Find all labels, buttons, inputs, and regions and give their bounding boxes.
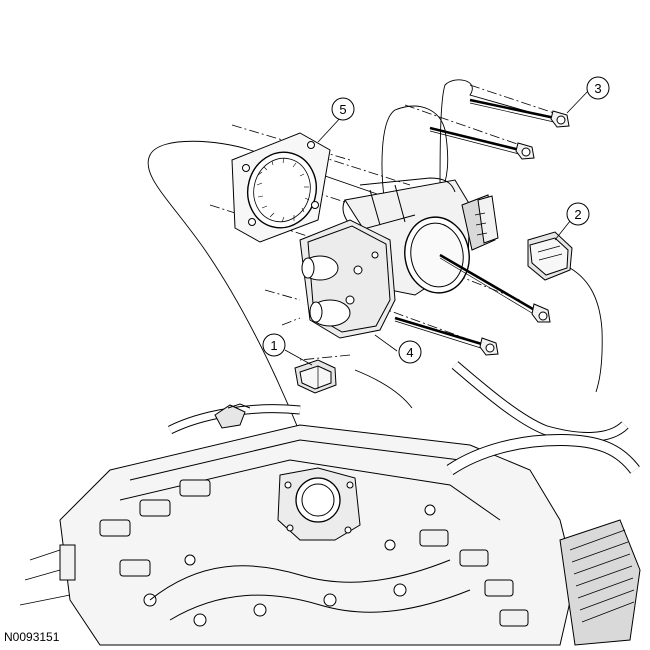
connector-part-2 xyxy=(527,231,573,281)
figure-id: N0093151 xyxy=(4,630,60,644)
callout-1-number: 1 xyxy=(270,338,277,353)
intake-manifold xyxy=(19,361,641,646)
bolts xyxy=(394,98,570,356)
callout-3-number: 3 xyxy=(594,81,601,96)
gasket-part-5 xyxy=(231,132,331,243)
callout-4-number: 4 xyxy=(406,345,413,360)
throttle-body-part-4 xyxy=(299,177,499,339)
wiring-paths xyxy=(147,79,603,486)
callout-5: 5 xyxy=(331,97,355,121)
callout-1: 1 xyxy=(262,333,286,357)
callout-2: 2 xyxy=(566,202,590,226)
callout-5-number: 5 xyxy=(339,102,346,117)
callout-3: 3 xyxy=(586,76,610,100)
callout-4: 4 xyxy=(398,340,422,364)
connector-part-1 xyxy=(294,359,337,394)
callout-2-number: 2 xyxy=(574,207,581,222)
